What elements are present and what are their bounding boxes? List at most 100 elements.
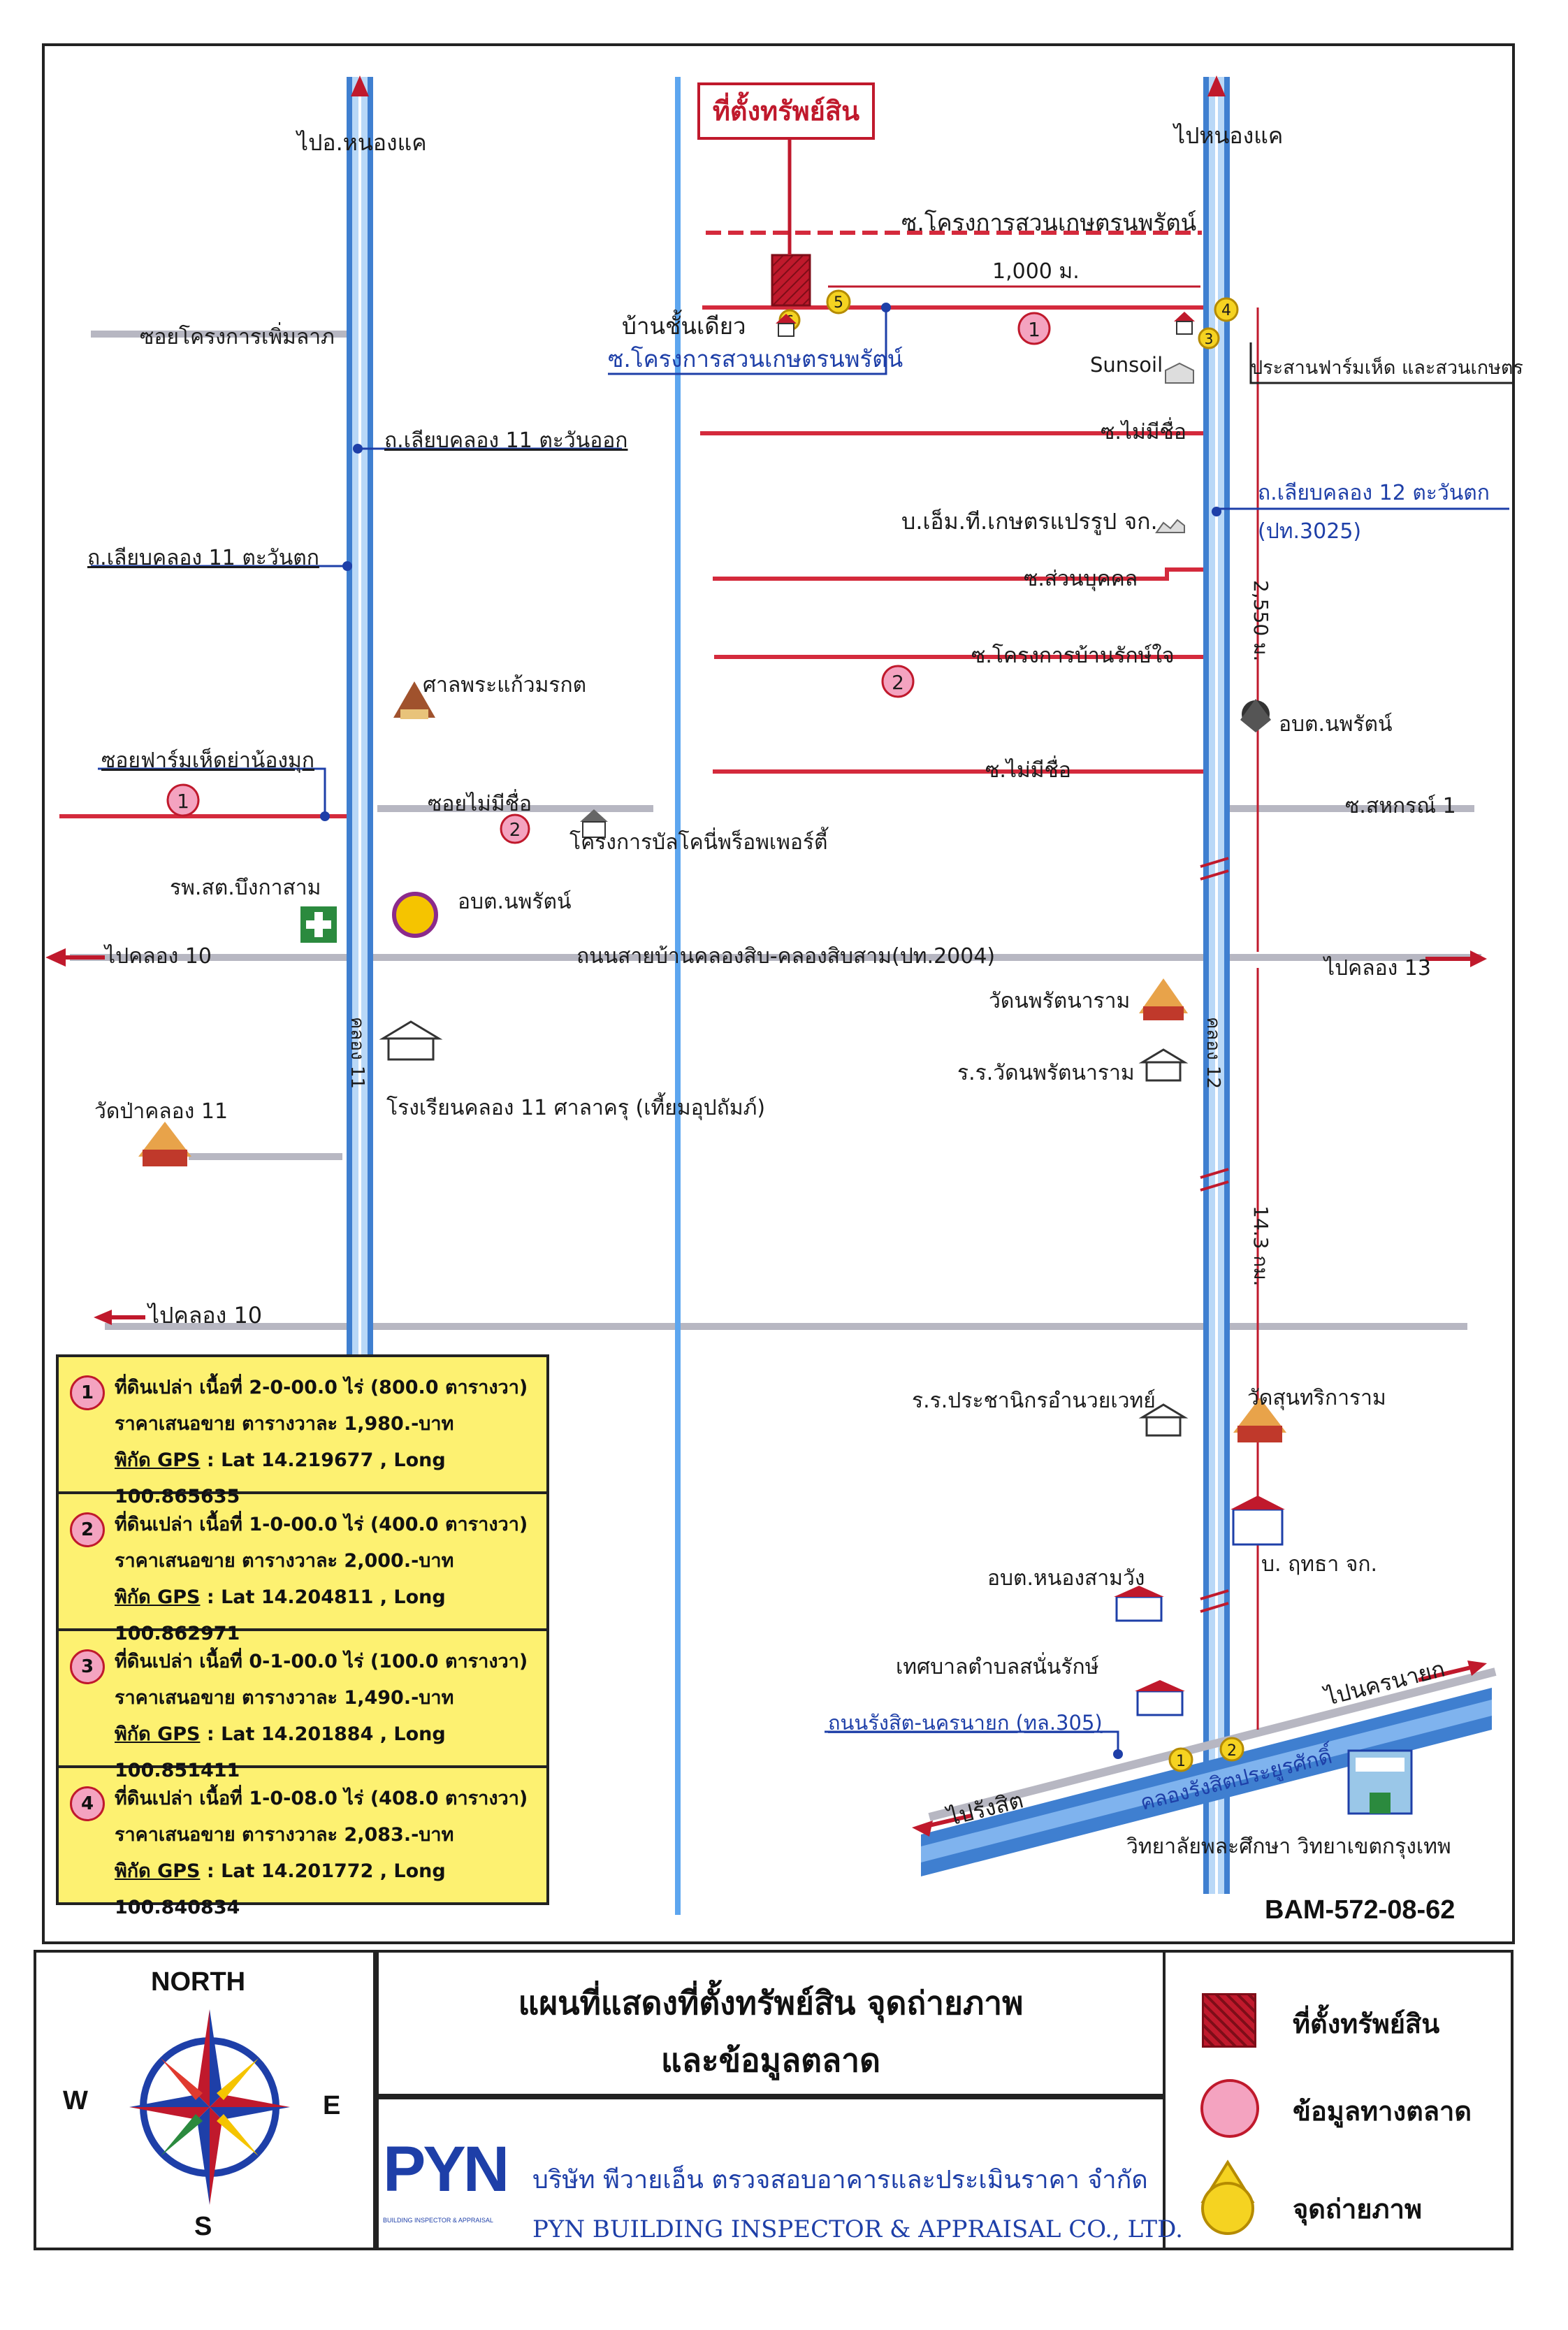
building-icon-b-rutha [1231,1496,1285,1546]
compass-east: E [323,2091,341,2120]
market-info-price: ราคาเสนอขาย ตารางวาละ 2,083.-บาท [115,1824,454,1846]
pyn-logo: PYN BUILDING INSPECTOR & APPRAISAL [383,2105,523,2245]
property-marker[interactable] [771,254,811,307]
market-info-gps: พิกัด GPS : Lat 14.201884 , Long 100.851… [115,1723,446,1781]
svg-text:3: 3 [1205,331,1214,347]
market-info-gps: พิกัด GPS : Lat 14.204811 , Long 100.862… [115,1586,446,1644]
svg-text:ซ.โครงการสวนเกษตรนพรัตน์: ซ.โครงการสวนเกษตรนพรัตน์ [901,209,1196,236]
school-icon-prachanikorn [1138,1403,1189,1437]
landmark-icons [138,312,1413,1815]
document-code: BAM-572-08-62 [1265,1895,1456,1925]
market-info-number: 3 [70,1649,105,1684]
map-title-line-2: และข้อมูลตลาด [661,2041,880,2079]
svg-text:คลอง 12: คลอง 12 [1203,1017,1224,1089]
svg-text:บ้านชั้นเดียว: บ้านชั้นเดียว [622,310,746,340]
market-info-number: 4 [70,1786,105,1821]
svg-text:อบต.หนองสามวัง: อบต.หนองสามวัง [987,1566,1145,1591]
svg-text:ไปหนองแค: ไปหนองแค [1172,122,1283,149]
house-icon-balcony [580,809,608,838]
building-icon-obt-nong-sam-wang [1114,1586,1164,1622]
distance-indicators [828,285,1259,1730]
building-icon-tessaban [1135,1680,1185,1716]
photo-marker-3 [1198,327,1220,349]
seal-icon-obt [392,892,438,938]
company-name-thai: บริษัท พีวายเอ็น ตรวจสอบอาคารและประเมินร… [532,2166,1148,2194]
svg-text:อบต.นพรัตน์: อบต.นพรัตน์ [1279,712,1392,737]
svg-text:ซอยฟาร์มเห็ดย่าน้องมุก: ซอยฟาร์มเห็ดย่าน้องมุก [101,747,314,774]
legend-photo-icon [1200,2159,1255,2235]
svg-text:1: 1 [177,790,189,813]
legend-property-swatch [1202,1993,1256,2048]
svg-text:ศาลพระแก้วมรกต: ศาลพระแก้วมรกต [423,673,586,697]
svg-text:4: 4 [1221,302,1231,319]
svg-text:ไปคลอง 10: ไปคลอง 10 [146,1302,262,1329]
market-info-row-2: 2 ที่ดินเปล่า เนื้อที่ 1-0-00.0 ไร่ (400… [59,1494,546,1644]
market-info-price: ราคาเสนอขาย ตารางวาละ 2,000.-บาท [115,1550,454,1572]
market-info-row-3: 3 ที่ดินเปล่า เนื้อที่ 0-1-00.0 ไร่ (100… [59,1631,546,1781]
canal-khlong-12 [1203,77,1230,1894]
temple-icon-wat-nopparat [1139,978,1188,1020]
legend-market-label: ข้อมูลทางตลาด [1293,2096,1472,2127]
temple-icon-wat-sunthari [1233,1398,1286,1442]
map-labels: ไปอ.หนองแค ไปหนองแค ซ.โครงการสวนเกษตรนพร… [87,122,1523,1860]
photo-markers[interactable] [778,289,1244,1772]
compass-rose-icon [129,2009,290,2205]
market-markers[interactable]: 1 2 1 2 [166,312,1051,844]
svg-text:ร.ร.ประชานิกรอำนวยเวทย์: ร.ร.ประชานิกรอำนวยเวทย์ [912,1389,1156,1413]
photo-marker-4 [1214,297,1239,322]
svg-text:ไปคลอง 10: ไปคลอง 10 [103,943,212,969]
svg-text:(ปท.3025): (ปท.3025) [1258,519,1361,544]
svg-text:ซ.ไม่มีชื่อ: ซ.ไม่มีชื่อ [1101,417,1186,444]
svg-text:ถนนสายบ้านคลองสิบ-คลองสิบสาม(ป: ถนนสายบ้านคลองสิบ-คลองสิบสาม(ปท.2004) [576,944,995,969]
compass-north: NORTH [151,1967,246,1997]
legend-photo-label: จุดถ่ายภาพ [1293,2194,1422,2224]
svg-text:ถ.เลียบคลอง 11 ตะวันออก: ถ.เลียบคลอง 11 ตะวันออก [384,428,627,453]
svg-text:5: 5 [834,294,843,312]
svg-text:2: 2 [509,820,521,841]
svg-text:ไปอ.หนองแค: ไปอ.หนองแค [295,129,427,156]
svg-text:ซอยไม่มีชื่อ: ซอยไม่มีชื่อ [428,789,532,816]
market-info-land: ที่ดินเปล่า เนื้อที่ 2-0-00.0 ไร่ (800.0… [115,1377,528,1398]
map-title-line-1: แผนที่แสดงที่ตั้งทรัพย์สิน จุดถ่ายภาพ [518,1984,1024,2022]
road-breaks [1200,857,1229,1613]
company-name-english: PYN BUILDING INSPECTOR & APPRAISAL CO., … [532,2215,1183,2243]
garuda-icon-obt [1240,699,1271,732]
svg-text:วัดสุนทริการาม: วัดสุนทริการาม [1247,1386,1386,1411]
svg-text:ถ.เลียบคลอง 11 ตะวันตก: ถ.เลียบคลอง 11 ตะวันตก [87,546,319,570]
property-callout-box [697,82,875,140]
svg-text:อบต.นพรัตน์: อบต.นพรัตน์ [458,890,571,914]
market-info-panel: 1 ที่ดินเปล่า เนื้อที่ 2-0-00.0 ไร่ (800… [56,1354,549,1918]
pyn-logo-text: PYN [383,2134,509,2205]
market-info-price: ราคาเสนอขาย ตารางวาละ 1,490.-บาท [115,1687,454,1709]
svg-text:1: 1 [1176,1753,1186,1770]
svg-text:โรงเรียนคลอง 11 ศาลาครุ (เที้ย: โรงเรียนคลอง 11 ศาลาครุ (เที้ยมอุปถัมภ์) [386,1092,765,1121]
svg-text:เทศบาลตำบลสนั่นรักษ์: เทศบาลตำบลสนั่นรักษ์ [896,1652,1098,1679]
legend-market-swatch [1200,2079,1259,2138]
market-info-land: ที่ดินเปล่า เนื้อที่ 1-0-08.0 ไร่ (408.0… [115,1788,528,1809]
svg-text:14.3 กม.: 14.3 กม. [1249,1206,1272,1287]
company-panel [376,2097,1166,2250]
svg-text:ซ.สหกรณ์ 1: ซ.สหกรณ์ 1 [1345,794,1456,818]
grey-roads [70,331,1481,1330]
svg-text:2: 2 [892,671,904,694]
market-marker-1-top [1017,312,1051,345]
market-marker-2-mid [881,665,915,698]
house-icon-property [776,314,797,337]
property-callout-text: ที่ตั้งทรัพย์สิน [713,92,859,126]
market-info-gps: พิกัด GPS : Lat 14.219677 , Long 100.865… [115,1449,446,1507]
svg-text:ถนนรังสิต-นครนายก (ทล.305): ถนนรังสิต-นครนายก (ทล.305) [828,1711,1103,1735]
svg-text:ร.ร.วัดนพรัตนาราม: ร.ร.วัดนพรัตนาราม [957,1061,1135,1085]
market-marker-2-left [500,813,530,844]
svg-text:บ. ฤทธา จก.: บ. ฤทธา จก. [1261,1552,1377,1577]
svg-text:ซ.โครงการสวนเกษตรนพรัตน์: ซ.โครงการสวนเกษตรนพรัตน์ [608,345,903,372]
svg-text:2,550 ม.: 2,550 ม. [1249,580,1272,661]
svg-text:คลอง 11: คลอง 11 [347,1017,368,1089]
svg-text:วัดป่าคลอง 11: วัดป่าคลอง 11 [94,1099,228,1124]
college-icon [1347,1749,1413,1815]
legend-property-label: ที่ตั้งทรัพย์สิน [1293,2009,1440,2039]
svg-text:โครงการบัลโคนี่พร็อพเพอร์ตี้: โครงการบัลโคนี่พร็อพเพอร์ตี้ [569,827,829,855]
school-icon-wat-nopparat [1138,1048,1189,1082]
svg-text:รพ.สต.บึงกาสาม: รพ.สต.บึงกาสาม [170,876,321,900]
house-icon-farm [1174,312,1195,335]
market-info-row-4: 4 ที่ดินเปล่า เนื้อที่ 1-0-08.0 ไร่ (408… [59,1768,546,1918]
